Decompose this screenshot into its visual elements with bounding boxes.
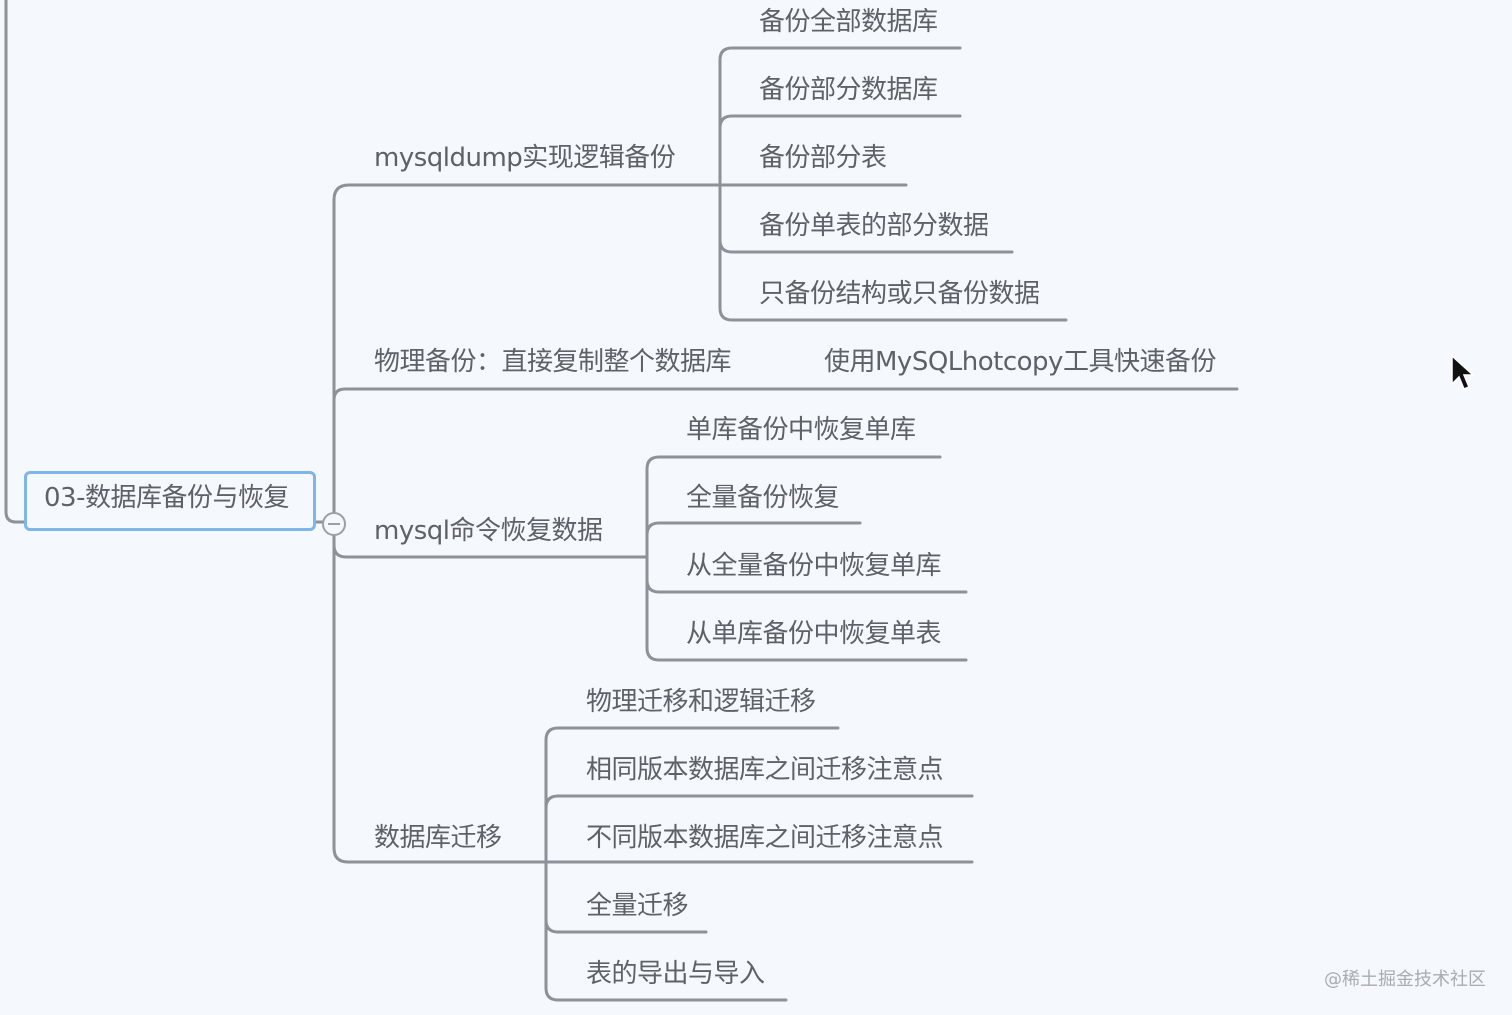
child-label[interactable]: 单库备份中恢复单库 xyxy=(686,415,916,445)
connector-line xyxy=(718,238,1068,322)
connector-line xyxy=(645,578,968,662)
child-label[interactable]: 从单库备份中恢复单表 xyxy=(686,619,942,649)
connector-line xyxy=(645,521,862,537)
connector-line xyxy=(332,387,1239,402)
child-label[interactable]: 备份单表的部分数据 xyxy=(759,211,989,241)
branch-label-mysqldump[interactable]: mysqldump实现逻辑备份 xyxy=(374,143,676,173)
branch-label-physical-backup[interactable]: 物理备份：直接复制整个数据库 xyxy=(374,347,732,377)
connector-line xyxy=(645,455,942,559)
child-label[interactable]: 表的导出与导入 xyxy=(586,959,765,989)
child-label[interactable]: 全量备份恢复 xyxy=(686,483,840,513)
child-label[interactable]: 备份部分表 xyxy=(759,143,887,173)
branch-label-migration[interactable]: 数据库迁移 xyxy=(374,823,502,853)
child-label[interactable]: 只备份结构或只备份数据 xyxy=(759,279,1040,309)
child-label[interactable]: 不同版本数据库之间迁移注意点 xyxy=(586,823,944,853)
watermark: @稀土掘金技术社区 xyxy=(1324,969,1486,990)
child-label[interactable]: 物理迁移和逻辑迁移 xyxy=(586,687,816,717)
connector-line xyxy=(544,918,788,1002)
child-label[interactable]: 相同版本数据库之间迁移注意点 xyxy=(586,755,944,785)
child-label[interactable]: 备份全部数据库 xyxy=(759,7,938,37)
connector-line xyxy=(332,543,647,559)
child-label[interactable]: 使用MySQLhotcopy工具快速备份 xyxy=(824,347,1216,377)
mouse-cursor-icon xyxy=(1451,354,1475,390)
child-label[interactable]: 从全量备份中恢复单库 xyxy=(686,551,942,581)
connector-line xyxy=(4,0,26,524)
connector-line xyxy=(544,726,840,864)
root-label: 03-数据库备份与恢复 xyxy=(44,483,289,513)
branch-label-mysql-restore[interactable]: mysql命令恢复数据 xyxy=(374,516,603,546)
connector-line xyxy=(544,794,974,810)
child-label[interactable]: 备份部分数据库 xyxy=(759,75,938,105)
collapse-toggle-icon[interactable] xyxy=(322,512,346,536)
connector-line xyxy=(332,846,547,864)
child-label[interactable]: 全量迁移 xyxy=(586,891,689,921)
connector-line xyxy=(718,114,962,130)
root-node[interactable] xyxy=(24,471,316,531)
connector-line xyxy=(332,183,720,202)
connector-line xyxy=(718,46,962,187)
